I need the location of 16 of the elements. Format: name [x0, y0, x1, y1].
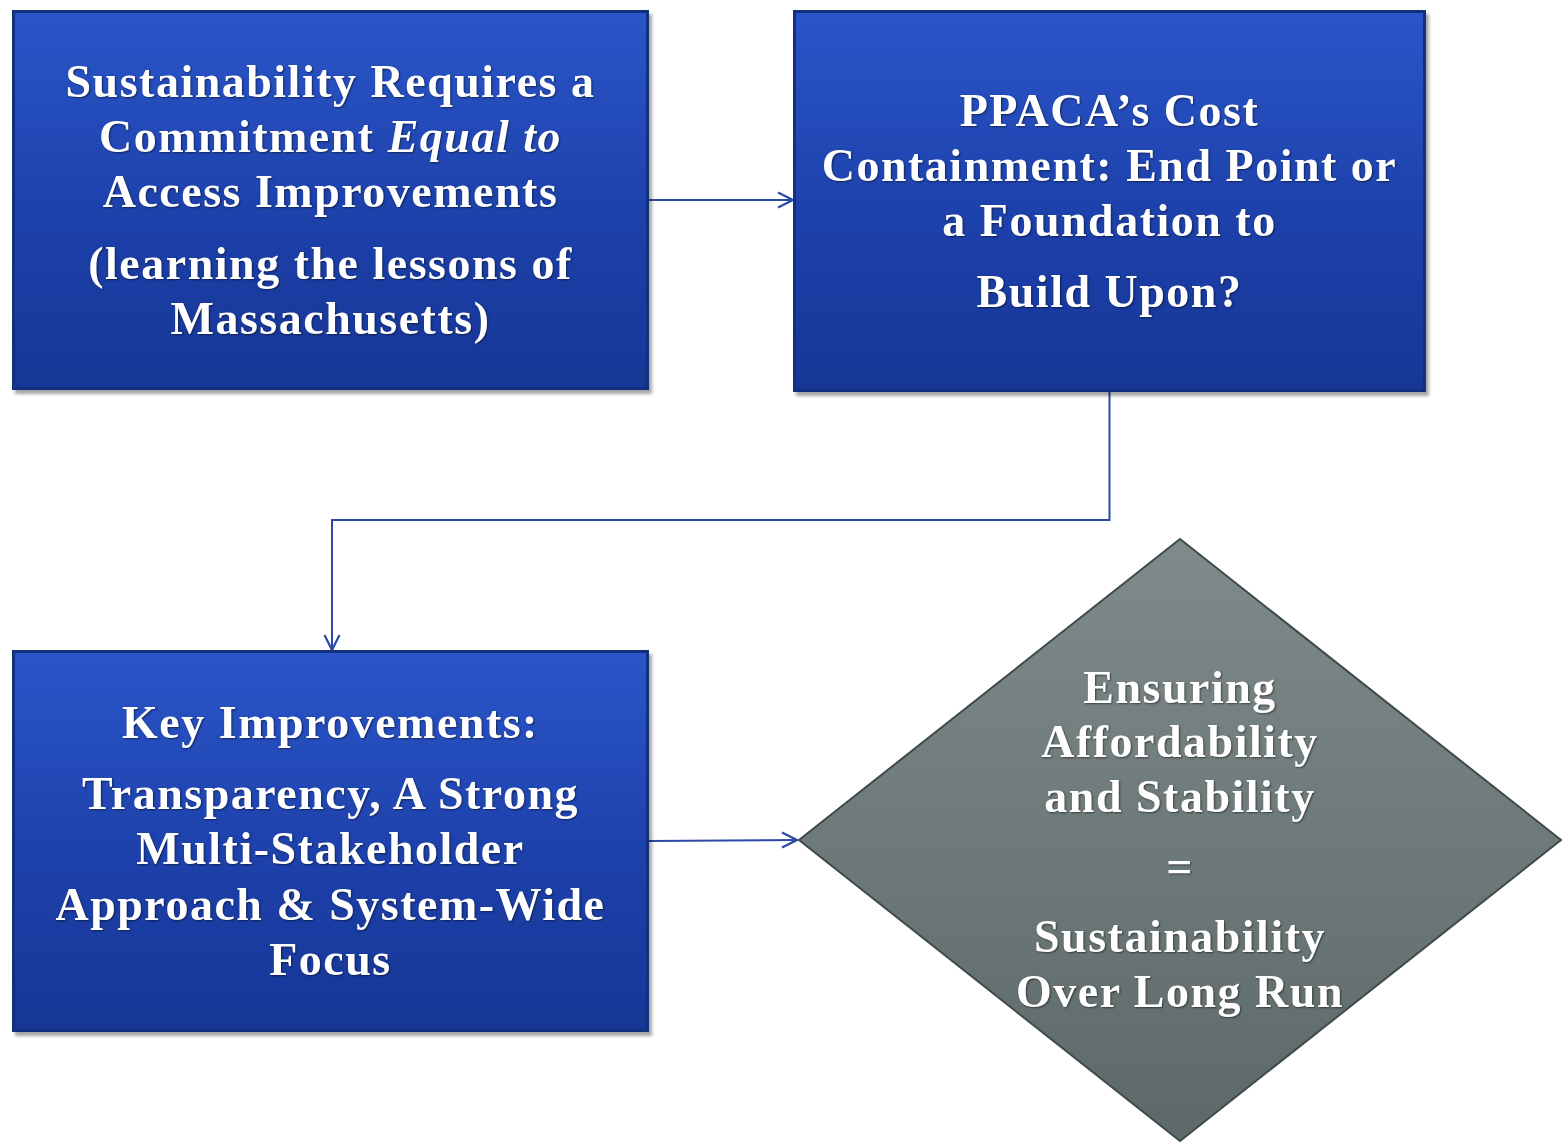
process-box: [793, 10, 1426, 392]
arrow: [323, 391, 1111, 652]
box-text: Build Upon?: [976, 265, 1243, 320]
box-heading: Key Improvements:: [122, 696, 539, 751]
box-text: (learning the lessons of Massachusetts): [87, 236, 574, 346]
box-heading: PPACA’s Cost Containment: End Point or a Foundation to: [820, 83, 1399, 248]
process-box: [12, 650, 649, 1032]
box-text: Transparency, A Strong Multi-Stakeholder Approach & System-Wide Focus: [54, 767, 607, 987]
arrow: [648, 831, 799, 849]
decision-diamond: [797, 537, 1563, 1143]
box-heading: Sustainability Requires a Commitment Equal to Access Improvements: [64, 55, 597, 220]
process-box: [12, 10, 649, 390]
box-text: Sustainability Over Long Run: [1015, 910, 1345, 1019]
box-heading: Ensuring Affordability and Stability: [1040, 661, 1320, 824]
box-text: =: [1166, 840, 1194, 894]
arrow: [648, 191, 795, 209]
